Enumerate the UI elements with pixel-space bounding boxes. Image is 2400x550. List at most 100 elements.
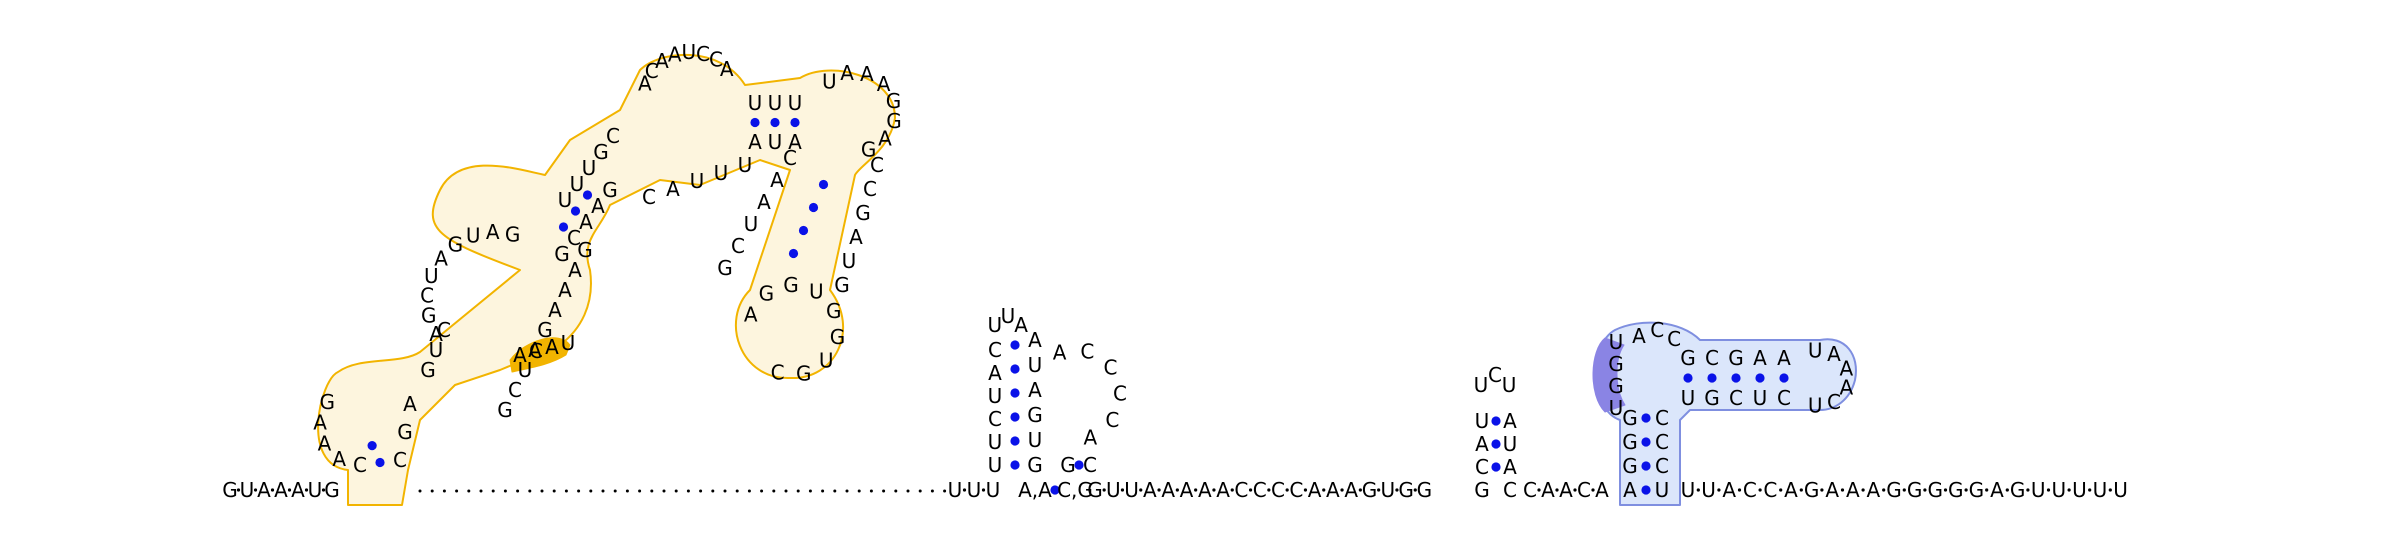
nucleotide: G <box>1948 478 1964 502</box>
linker-dot <box>540 489 544 493</box>
backbone-bond <box>1303 488 1308 492</box>
nucleotide: G <box>796 362 812 386</box>
nucleotide: C <box>1729 386 1743 410</box>
nucleotide: U <box>988 430 1003 454</box>
base-pair-dot <box>375 457 385 468</box>
backbone-bond <box>2026 488 2030 492</box>
backbone-bond <box>1322 488 1326 492</box>
base-pair-dot <box>1707 373 1717 383</box>
nucleotide: C <box>420 284 434 308</box>
linker-dot <box>552 489 556 493</box>
base-pair-dot <box>1641 413 1651 423</box>
backbone-bond <box>1696 488 1700 492</box>
nucleotide: A <box>1753 346 1767 370</box>
backbone-bond <box>236 488 241 492</box>
backbone-bond <box>1157 488 1161 492</box>
nucleotide: U <box>1380 478 1395 502</box>
linker-dot <box>747 489 751 493</box>
nucleotide: U <box>1124 478 1139 502</box>
nucleotide: U <box>308 478 323 502</box>
linker-dot <box>650 489 654 493</box>
nucleotide: U <box>240 478 255 502</box>
backbone-bond <box>1820 488 1824 492</box>
linker-dot <box>430 489 434 493</box>
nucleotide: U <box>744 212 759 236</box>
backbone-bond <box>1413 488 1417 492</box>
nucleotide: A <box>720 57 734 81</box>
nucleotide: A <box>1308 478 1322 502</box>
nucleotide: A <box>486 220 500 244</box>
nucleotide: A <box>429 322 443 346</box>
nucleotide: G <box>1728 346 1744 370</box>
module-blue-highlight <box>1592 337 1626 413</box>
nucleotide: C <box>1475 455 1489 479</box>
nucleotide: U <box>768 91 783 115</box>
nucleotide: G <box>324 478 340 502</box>
nucleotide: A,A <box>1018 478 1052 502</box>
backbone-bond <box>1395 488 1399 492</box>
linker-dot <box>711 489 715 493</box>
nucleotide: A <box>770 168 784 192</box>
module-highlight-layer <box>317 53 1857 506</box>
base-pair-dot <box>1010 364 1020 374</box>
nucleotide: U <box>714 161 729 185</box>
base-pair-dot <box>558 222 569 232</box>
linker-dot <box>772 489 776 493</box>
nucleotide: C <box>696 42 710 66</box>
nucleotide: A <box>1503 409 1517 433</box>
linker-dot <box>467 489 471 493</box>
nucleotide: A <box>434 247 448 271</box>
nucleotide: U <box>561 331 576 355</box>
nucleotide: A <box>568 258 582 282</box>
base-pair-dot <box>770 117 780 128</box>
nucleotide: G <box>1608 374 1624 398</box>
backbone-bond <box>1591 488 1595 492</box>
nucleotide: A <box>1028 378 1042 402</box>
nucleotide: A <box>548 298 562 322</box>
linker-dot <box>442 489 446 493</box>
base-pair-dot <box>1050 485 1060 495</box>
nucleotide: A <box>318 431 332 455</box>
linker-dot <box>943 489 947 493</box>
backbone-bond <box>1758 488 1762 492</box>
nucleotide: U <box>2051 478 2066 502</box>
nucleotide: A <box>1541 478 1555 502</box>
base-pair-dot <box>790 117 800 128</box>
nucleotide: U <box>1701 478 1716 502</box>
linker-dot <box>821 489 825 493</box>
nucleotide: C <box>988 407 1002 431</box>
nucleotide: U <box>466 224 481 248</box>
nucleotide: A <box>1198 478 1212 502</box>
nucleotide: G <box>886 89 902 113</box>
nucleotide: A <box>1839 356 1853 380</box>
nucleotide: A <box>1595 478 1609 502</box>
backbone-bond <box>2067 488 2071 492</box>
backbone-bond <box>1737 488 1742 492</box>
linker-dot <box>808 489 812 493</box>
nucleotide: A <box>849 225 863 249</box>
nucleotide: U <box>2113 478 2128 502</box>
nucleotide: A <box>988 361 1002 385</box>
nucleotide: A <box>528 338 542 362</box>
nucleotide: U <box>2031 478 2046 502</box>
nucleotide: A <box>1475 432 1489 456</box>
nucleotide: A <box>1326 478 1340 502</box>
nucleotide: C <box>1083 453 1097 477</box>
linker-dot <box>577 489 581 493</box>
nucleotide: A <box>1867 478 1881 502</box>
nucleotide: G <box>1027 403 1043 427</box>
nucleotide: C <box>863 177 877 201</box>
nucleotide: U <box>1502 373 1517 397</box>
linker-dot <box>686 489 690 493</box>
nucleotide: U <box>1028 353 1043 377</box>
nucleotide: A <box>1784 478 1798 502</box>
nucleotide: A <box>1143 478 1157 502</box>
base-pair-dot <box>1010 460 1020 470</box>
module-orange-highlight <box>509 337 571 373</box>
nucleotide: C <box>437 318 451 342</box>
linker-dot <box>735 489 739 493</box>
nucleotide: G <box>717 256 733 280</box>
base-pair-dot <box>1755 373 1765 383</box>
nucleotide: C <box>642 185 656 209</box>
linker-dot <box>528 489 532 493</box>
